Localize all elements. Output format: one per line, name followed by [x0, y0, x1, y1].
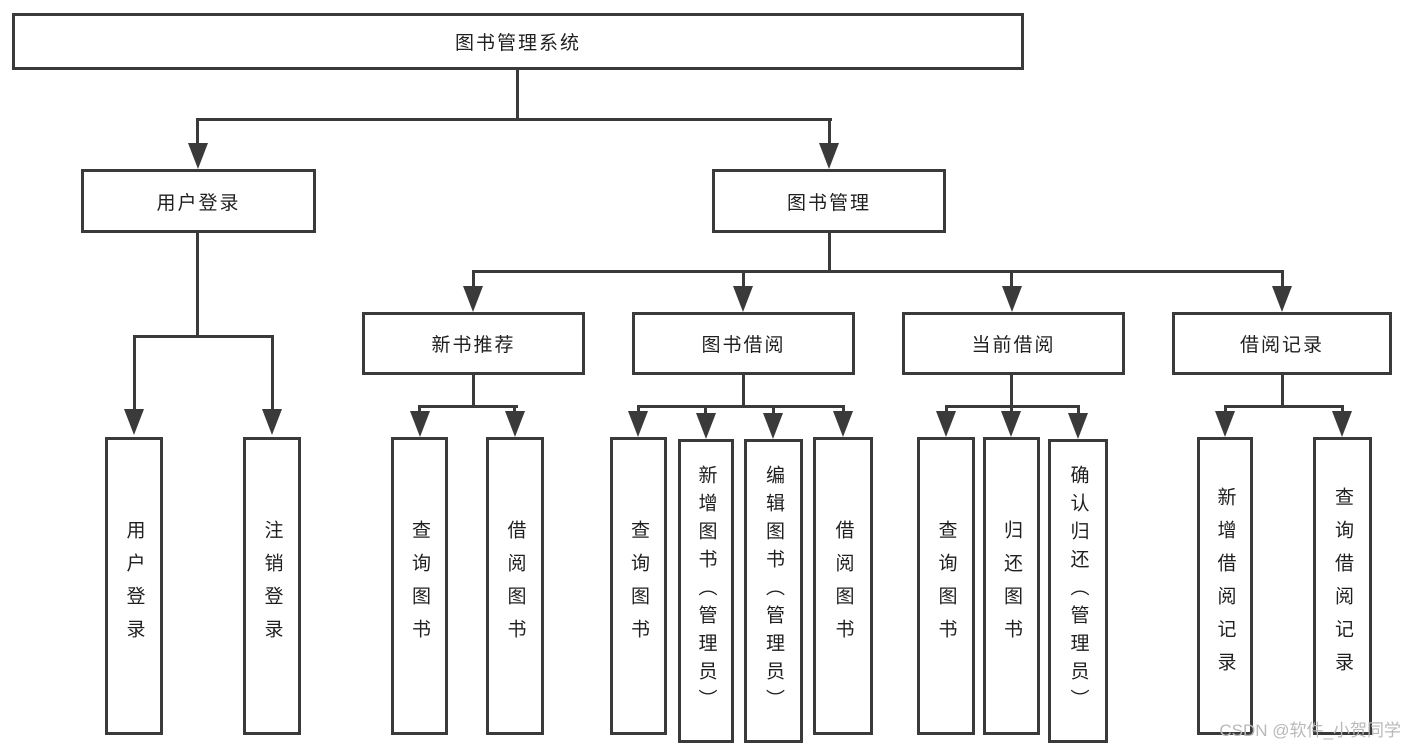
connector-line	[1281, 375, 1284, 407]
node-book-borrow: 图书借阅	[632, 312, 855, 375]
node-user-login: 用户登录	[81, 169, 316, 233]
arrow-down-icon	[1068, 413, 1088, 439]
connector-line	[196, 233, 199, 337]
arrow-down-icon	[463, 286, 483, 312]
arrow-down-icon	[1002, 286, 1022, 312]
leaf-add-books-admin: 新增图书（管理员）	[678, 439, 734, 743]
leaf-borrow-books: 借阅图书	[813, 437, 873, 735]
arrow-down-icon	[819, 143, 839, 169]
leaf-user-login: 用户登录	[105, 437, 163, 735]
connector-line	[742, 375, 745, 407]
arrow-down-icon	[410, 411, 430, 437]
connector-line	[704, 405, 707, 418]
connector-line	[472, 375, 475, 407]
leaf-logout: 注销登录	[243, 437, 301, 735]
connector-line	[828, 118, 831, 150]
connector-line	[196, 118, 832, 121]
csdn-watermark: CSDN @软件_小贺同学	[1219, 721, 1401, 740]
leaf-confirm-return-admin: 确认归还（管理员）	[1048, 439, 1108, 743]
leaf-query-borrow-record: 查询借阅记录	[1313, 437, 1372, 735]
connector-line	[637, 405, 845, 408]
leaf-add-borrow-record: 新增借阅记录	[1197, 437, 1253, 735]
connector-line	[271, 335, 274, 414]
arrow-down-icon	[696, 413, 716, 439]
connector-line	[1077, 405, 1080, 418]
connector-line	[472, 270, 1284, 273]
leaf-borrow-books-recommend: 借阅图书	[486, 437, 544, 735]
connector-line	[772, 405, 775, 418]
arrow-down-icon	[1215, 411, 1235, 437]
connector-line	[828, 233, 831, 272]
arrow-down-icon	[936, 411, 956, 437]
leaf-query-books-recommend: 查询图书	[391, 437, 448, 735]
node-current-borrow: 当前借阅	[902, 312, 1125, 375]
connector-line	[1281, 270, 1284, 292]
connector-line	[742, 270, 745, 292]
arrow-down-icon	[124, 409, 144, 435]
connector-line	[1224, 405, 1344, 408]
leaf-query-books-borrow: 查询图书	[610, 437, 667, 735]
node-borrow-records: 借阅记录	[1172, 312, 1392, 375]
arrow-down-icon	[505, 411, 525, 437]
leaf-query-books-current: 查询图书	[917, 437, 975, 735]
connector-line	[418, 405, 518, 408]
arrow-down-icon	[733, 286, 753, 312]
connector-line	[472, 270, 475, 292]
arrow-down-icon	[1272, 286, 1292, 312]
leaf-edit-books-admin: 编辑图书（管理员）	[744, 439, 803, 743]
arrow-down-icon	[1001, 411, 1021, 437]
node-library-management-system: 图书管理系统	[12, 13, 1024, 70]
arrow-down-icon	[628, 411, 648, 437]
arrow-down-icon	[188, 143, 208, 169]
arrow-down-icon	[1332, 411, 1352, 437]
connector-line	[1010, 270, 1013, 292]
connector-line	[516, 69, 519, 120]
node-new-book-recommend: 新书推荐	[362, 312, 585, 375]
connector-line	[1010, 375, 1013, 407]
connector-line	[133, 335, 274, 338]
connector-line	[133, 335, 136, 414]
leaf-return-books: 归还图书	[983, 437, 1040, 735]
arrow-down-icon	[262, 409, 282, 435]
arrow-down-icon	[763, 413, 783, 439]
connector-line	[196, 118, 199, 150]
node-book-management: 图书管理	[712, 169, 946, 233]
arrow-down-icon	[833, 411, 853, 437]
